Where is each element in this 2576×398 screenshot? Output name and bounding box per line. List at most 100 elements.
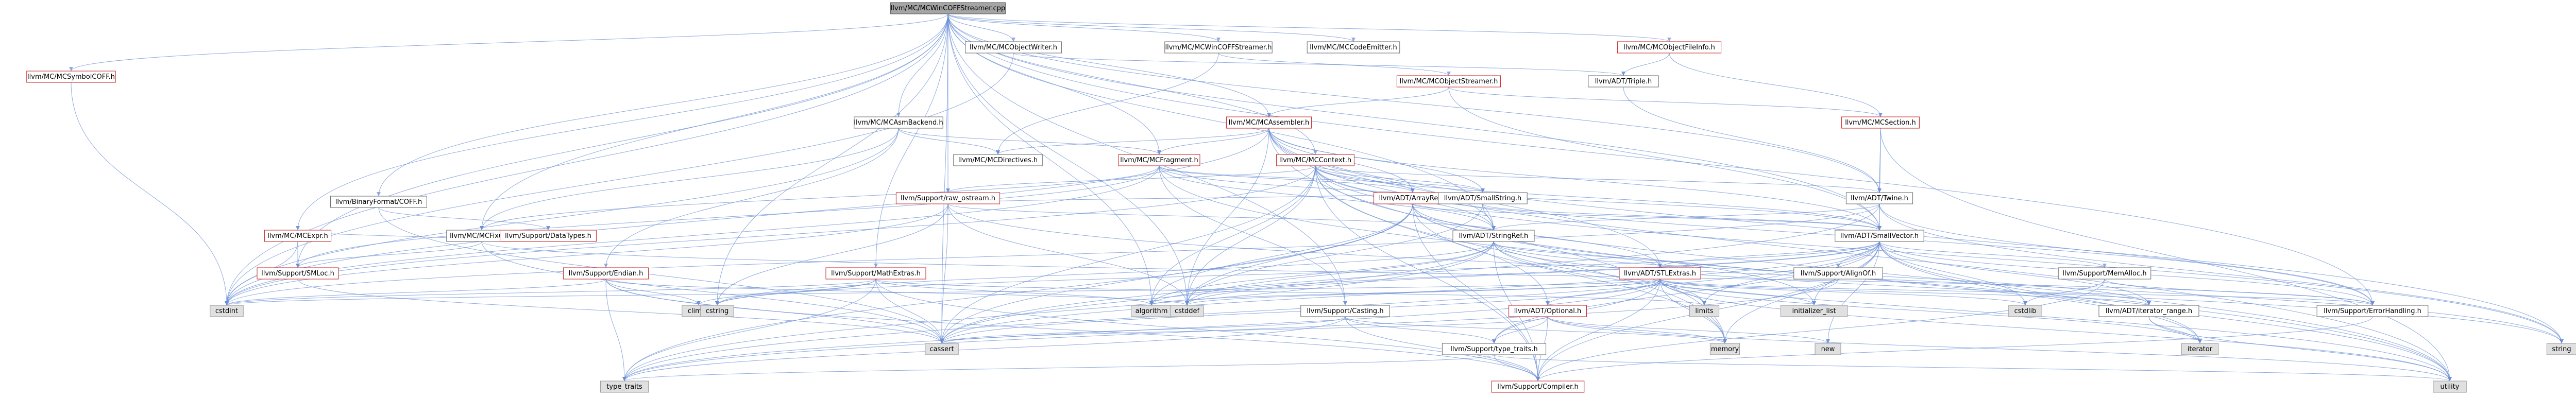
node-mcexpr[interactable]: llvm/MC/MCExpr.h xyxy=(264,230,332,242)
node-typetraits_llvm[interactable]: llvm/Support/type_traits.h xyxy=(1442,343,1547,355)
node-box xyxy=(1276,154,1354,166)
node-compiler[interactable]: llvm/Support/Compiler.h xyxy=(1491,380,1585,393)
arrowhead-mccontext-to-twine xyxy=(1877,188,1882,193)
node-box xyxy=(2098,305,2199,317)
node-errhandling[interactable]: llvm/Support/ErrorHandling.h xyxy=(2316,305,2429,317)
node-box xyxy=(1509,305,1587,317)
edge-root-to-asmbackend xyxy=(898,13,948,117)
edge-objstreamer-to-assembler xyxy=(1268,86,1449,117)
edge-assembler-to-directives xyxy=(997,128,1269,155)
edge-root-to-cstring xyxy=(717,13,948,306)
node-stlextras[interactable]: llvm/ADT/STLExtras.h xyxy=(1619,267,1701,280)
node-box xyxy=(1491,380,1585,393)
node-label: llvm/MC/MCFixup.h xyxy=(450,232,514,240)
node-label: llvm/Support/type_traits.h xyxy=(1450,345,1538,353)
node-box xyxy=(1396,75,1501,88)
edge-fixup-to-cassert xyxy=(481,241,942,344)
node-datatypes[interactable]: llvm/Support/DataTypes.h xyxy=(500,230,597,242)
node-smallstring[interactable]: llvm/ADT/SmallString.h xyxy=(1438,192,1528,204)
node-endian[interactable]: llvm/Support/Endian.h xyxy=(563,267,649,280)
node-twine[interactable]: llvm/ADT/Twine.h xyxy=(1845,192,1913,204)
node-binarycoff[interactable]: llvm/BinaryFormat/COFF.h xyxy=(330,196,427,208)
node-mccontext[interactable]: llvm/MC/MCContext.h xyxy=(1276,154,1354,166)
node-root[interactable]: llvm/MC/MCWinCOFFStreamer.cpp xyxy=(890,2,1006,14)
edge-root-to-mcexpr xyxy=(297,13,948,231)
edge-root-to-wincoffstreamer xyxy=(947,13,1219,42)
node-smallvector[interactable]: llvm/ADT/SmallVector.h xyxy=(1835,230,1924,242)
edge-stringref-to-limits xyxy=(1493,241,1705,306)
edge-rawostream-to-string xyxy=(947,203,2562,344)
arrowhead-wincoffstreamer-to-objstreamer xyxy=(1447,72,1451,76)
edge-assembler-to-stringref xyxy=(1268,128,1494,231)
edge-assembler-to-fragment xyxy=(1159,128,1269,155)
arrowhead-mccontext-to-rawostream xyxy=(946,188,950,193)
node-fixup[interactable]: llvm/MC/MCFixup.h xyxy=(446,230,517,242)
edge-fixup-to-smloc xyxy=(297,241,482,268)
node-box xyxy=(2546,343,2576,355)
arrowhead-optional-to-memory xyxy=(1723,339,1727,343)
node-alignof[interactable]: llvm/Support/AlignOf.h xyxy=(1793,267,1883,280)
node-label: llvm/ADT/ArrayRef.h xyxy=(1379,195,1447,202)
edge-root-to-twine xyxy=(947,13,1880,193)
node-box xyxy=(2181,343,2219,355)
arrowhead-mccontext-to-smallstring xyxy=(1481,188,1485,193)
node-casting[interactable]: llvm/Support/Casting.h xyxy=(1300,305,1390,317)
node-objfileinfo[interactable]: llvm/MC/MCObjectFileInfo.h xyxy=(1617,41,1722,54)
node-label: string xyxy=(2552,345,2571,353)
node-matext[interactable]: llvm/Support/MathExtras.h xyxy=(825,267,926,280)
node-smloc[interactable]: llvm/Support/SMLoc.h xyxy=(257,267,339,280)
edge-smallvector-to-iterrange xyxy=(1879,241,2149,306)
node-iterrange[interactable]: llvm/ADT/iterator_range.h xyxy=(2098,305,2199,317)
node-box xyxy=(2058,267,2151,280)
node-label: limits xyxy=(1695,307,1714,315)
node-memalloc[interactable]: llvm/Support/MemAlloc.h xyxy=(2058,267,2151,280)
node-label: llvm/Support/Compiler.h xyxy=(1497,383,1578,391)
node-rawostream[interactable]: llvm/Support/raw_ostream.h xyxy=(895,192,1001,204)
node-box xyxy=(1307,41,1400,54)
edge-mcsection-to-twine xyxy=(1879,128,1881,193)
edge-arrayref-to-algorithm xyxy=(1151,203,1413,306)
node-triple[interactable]: llvm/ADT/Triple.h xyxy=(1588,75,1659,88)
edge-fragment-to-smallstring xyxy=(1159,165,1483,193)
node-memory: memory xyxy=(1709,343,1740,355)
arrowhead-smallvector-to-memalloc xyxy=(2103,264,2107,268)
edge-casting-to-typetraits_llvm xyxy=(1345,316,1495,344)
node-fragment[interactable]: llvm/MC/MCFragment.h xyxy=(1118,154,1200,166)
node-codeemitter[interactable]: llvm/MC/MCCodeEmitter.h xyxy=(1307,41,1400,54)
node-label: llvm/ADT/SmallString.h xyxy=(1444,195,1521,202)
node-asmbackend[interactable]: llvm/MC/MCAsmBackend.h xyxy=(854,116,943,129)
node-box xyxy=(825,267,926,280)
arrowhead-fragment-to-fixup xyxy=(480,226,484,230)
edge-objfileinfo-to-mcsection xyxy=(1669,53,1881,117)
arrowhead-stlextras-to-cstddef xyxy=(1185,301,1189,305)
node-objstreamer[interactable]: llvm/MC/MCObjectStreamer.h xyxy=(1396,75,1501,88)
arrowhead-stlextras-to-cstdint xyxy=(225,301,229,305)
edge-triple-to-twine xyxy=(1623,86,1880,193)
arrowhead-smallvector-to-alignof xyxy=(1836,264,1840,268)
edge-smallvector-to-limits xyxy=(1704,241,1880,306)
node-box xyxy=(500,230,597,242)
edge-mccontext-to-rawostream xyxy=(947,165,1316,193)
node-mcsection[interactable]: llvm/MC/MCSection.h xyxy=(1841,116,1920,129)
node-box xyxy=(330,196,427,208)
arrowhead-smallstring-to-smallvector xyxy=(1877,226,1882,230)
edge-root-to-cstdint xyxy=(226,13,948,306)
node-stringref[interactable]: llvm/ADT/StringRef.h xyxy=(1452,230,1535,242)
node-wincoffstreamer[interactable]: llvm/MC/MCWinCOFFStreamer.h xyxy=(1164,41,1273,54)
node-optional[interactable]: llvm/ADT/Optional.h xyxy=(1509,305,1587,317)
edge-memalloc-to-cstdlib xyxy=(2025,279,2105,306)
edge-mccontext-to-smallstring xyxy=(1315,165,1483,193)
node-assembler[interactable]: llvm/MC/MCAssembler.h xyxy=(1226,116,1312,129)
edge-smallvector-to-stlextras xyxy=(1659,241,1880,268)
node-directives[interactable]: llvm/MC/MCDirectives.h xyxy=(953,154,1043,166)
node-label: llvm/Support/Endian.h xyxy=(569,270,643,278)
node-typetraits: type_traits xyxy=(600,380,649,393)
edge-root-to-cstddef xyxy=(947,13,1188,306)
arrowhead-typetraits_llvm-to-utility xyxy=(2448,377,2452,381)
node-arrayref[interactable]: llvm/ADT/ArrayRef.h xyxy=(1374,192,1452,204)
node-objwriter[interactable]: llvm/MC/MCObjectWriter.h xyxy=(965,41,1062,54)
node-symcoff[interactable]: llvm/MC/MCSymbolCOFF.h xyxy=(26,71,116,83)
node-label: llvm/MC/MCAsmBackend.h xyxy=(854,119,943,127)
node-box xyxy=(1841,116,1920,129)
